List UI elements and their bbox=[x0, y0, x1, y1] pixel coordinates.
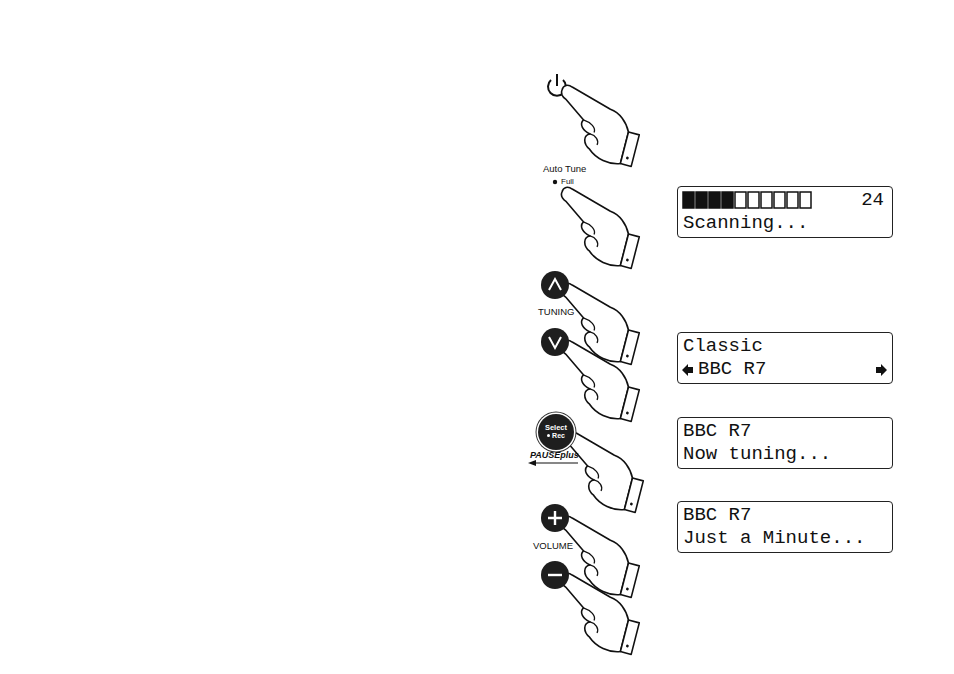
select-button: SelectRec bbox=[538, 414, 574, 450]
tuning-up-button bbox=[541, 271, 569, 299]
button-caption: TUNING bbox=[538, 306, 574, 317]
indicator-dot bbox=[553, 180, 557, 184]
lcd-display: BBC R7Now tuning... bbox=[677, 417, 893, 469]
progress-block bbox=[800, 192, 811, 208]
lcd-display: 24Scanning... bbox=[677, 186, 893, 238]
display-text: 24 bbox=[861, 189, 884, 211]
tuning-down-button bbox=[541, 328, 569, 356]
lcd-display: BBC R7Just a Minute... bbox=[677, 501, 893, 553]
button-row: Rec bbox=[547, 432, 565, 439]
volume-down-button bbox=[541, 561, 569, 589]
button-caption: PAUSEplus bbox=[530, 450, 579, 460]
display-text: BBC R7 bbox=[683, 420, 751, 442]
button-label: Select bbox=[545, 424, 567, 432]
button-label: Rec bbox=[552, 432, 565, 439]
progress-block bbox=[787, 192, 798, 208]
progress-block bbox=[683, 192, 694, 208]
display-text: Now tuning... bbox=[683, 443, 831, 465]
lcd-display: ClassicBBC R7 bbox=[677, 332, 893, 384]
pause-arrow bbox=[534, 462, 578, 463]
volume-up-button bbox=[541, 504, 569, 532]
button-caption: Auto Tune bbox=[543, 163, 586, 174]
progress-block bbox=[748, 192, 759, 208]
display-text: BBC R7 bbox=[683, 504, 751, 526]
display-text: Scanning... bbox=[683, 212, 808, 234]
button-caption: VOLUME bbox=[533, 540, 573, 551]
progress-block bbox=[709, 192, 720, 208]
progress-block bbox=[735, 192, 746, 208]
button-row: Select bbox=[545, 424, 567, 432]
display-text: BBC R7 bbox=[698, 358, 766, 380]
display-text: Classic bbox=[683, 335, 763, 357]
left-arrow bbox=[682, 364, 693, 376]
progress-block bbox=[761, 192, 772, 208]
record-dot bbox=[547, 434, 550, 437]
pressing-hand bbox=[542, 83, 651, 172]
pressing-hand bbox=[542, 185, 651, 274]
button-caption: Full bbox=[561, 177, 574, 186]
progress-block bbox=[774, 192, 785, 208]
right-arrow bbox=[876, 364, 887, 376]
progress-block bbox=[722, 192, 733, 208]
display-text: Just a Minute... bbox=[683, 527, 865, 549]
progress-block bbox=[696, 192, 707, 208]
